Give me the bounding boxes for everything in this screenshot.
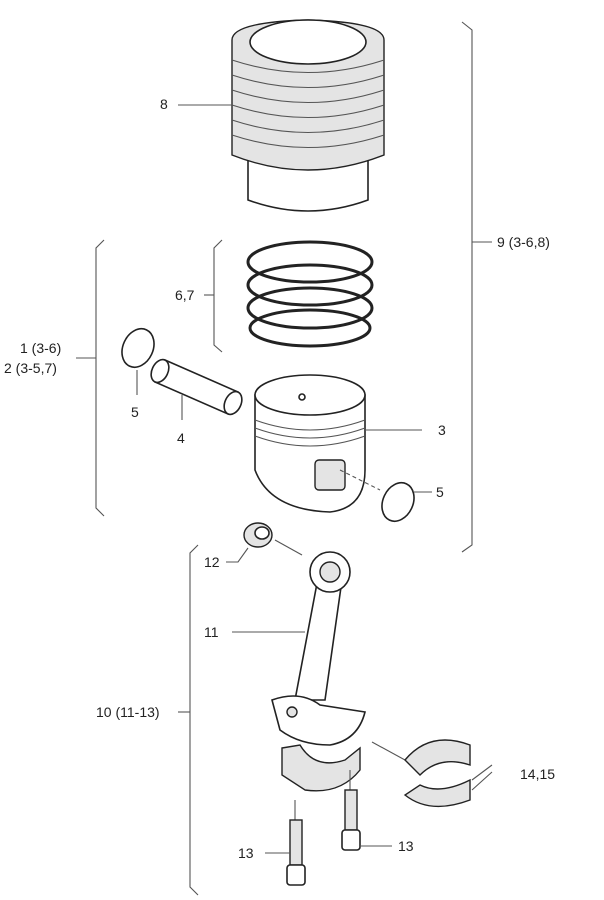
bolt-left [286, 800, 306, 886]
label-liner: 8 [160, 96, 168, 112]
label-piston-kit-2: 2 (3-5,7) [4, 360, 57, 376]
label-bush: 12 [204, 554, 220, 570]
label-bearing-shells: 14,15 [520, 766, 556, 782]
cylinder-liner [231, 19, 385, 212]
bracket-con-rod-kit [189, 544, 199, 896]
bracket-piston-kit [95, 239, 105, 517]
bearing-shells [403, 739, 471, 808]
label-piston-pin: 4 [177, 430, 185, 446]
label-rings: 6,7 [175, 287, 195, 303]
bolt-right [341, 770, 361, 851]
bracket-rings [213, 239, 223, 353]
piston-rings [246, 240, 374, 348]
label-bolt-right: 13 [398, 838, 414, 854]
label-circlip-left: 5 [131, 404, 139, 420]
label-con-rod-kit: 10 (11-13) [96, 704, 160, 720]
label-piston: 3 [438, 422, 446, 438]
circlip-left [121, 327, 155, 369]
label-bolt-left: 13 [238, 845, 254, 861]
bracket-cylinder-kit [461, 21, 473, 553]
piston-pin [150, 358, 243, 416]
label-cylinder-kit: 9 (3-6,8) [497, 234, 550, 250]
connecting-rod [271, 551, 366, 746]
label-circlip-right: 5 [436, 484, 444, 500]
piston [254, 374, 366, 513]
label-con-rod: 11 [204, 624, 219, 640]
label-piston-kit-1: 1 (3-6) [20, 340, 62, 356]
small-end-bush [243, 522, 273, 548]
con-rod-cap [281, 744, 361, 792]
circlip-right [381, 481, 415, 523]
